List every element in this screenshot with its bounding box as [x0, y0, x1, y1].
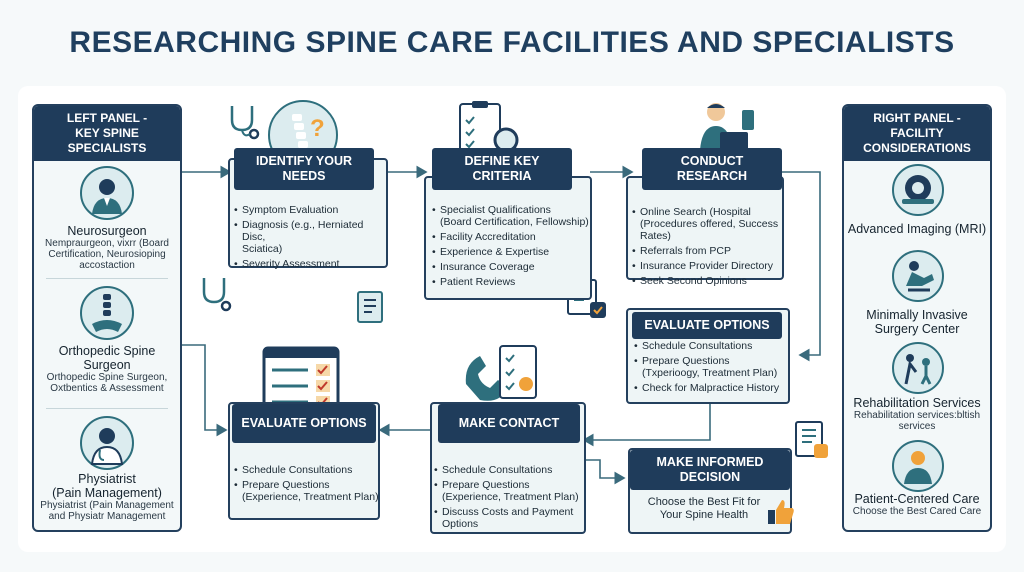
step-evaluate-right-list: Schedule Consultations Prepare Questions… — [634, 340, 790, 397]
list-item: Seek Second Opinions — [632, 275, 784, 287]
step-evaluate-left-heading: EVALUATE OPTIONS — [232, 404, 376, 443]
arrow-evaluate-to-contact — [582, 403, 711, 447]
surgery-chair-icon — [892, 250, 944, 302]
list-item: Referrals from PCP — [632, 245, 784, 257]
list-item: Specialist Qualifications(Board Certific… — [432, 204, 592, 228]
physician-icon — [80, 416, 134, 470]
list-item: Patient Reviews — [432, 276, 592, 288]
step-identify-list: Symptom Evaluation Diagnosis (e.g., Hern… — [234, 204, 384, 273]
list-item: Insurance Coverage — [432, 261, 592, 273]
list-item: Schedule Consultations — [434, 464, 584, 476]
list-item: Insurance Provider Directory — [632, 260, 784, 272]
step-contact-heading: MAKE CONTACT — [438, 404, 580, 443]
facility-advanced-imaging: Advanced Imaging (MRI) — [847, 222, 987, 236]
page-title: RESEARCHING SPINE CARE FACILITIES AND SP… — [69, 26, 955, 59]
step-research-list: Online Search (Hospital(Procedures offer… — [632, 206, 784, 290]
stethoscope-icon — [224, 102, 264, 147]
specialist-physiatrist: Physiatrist (Pain Management) Physiatris… — [40, 472, 174, 522]
list-item: Schedule Consultations — [634, 340, 790, 352]
document-check-icon — [794, 420, 830, 465]
list-item: Facility Accreditation — [432, 231, 592, 243]
arrow-research-to-evaluate — [782, 171, 821, 362]
arrow-contact-to-decision — [584, 459, 626, 485]
list-item: Diagnosis (e.g., Herniated Disc,Sciatica… — [234, 219, 384, 255]
right-panel-heading: RIGHT PANEL - FACILITY CONSIDERATIONS — [844, 106, 990, 161]
list-item: Experience & Expertise — [432, 246, 592, 258]
list-item: Prepare Questions(Txperioogy, Treatment … — [634, 355, 790, 379]
step-decision-heading: MAKE INFORMED DECISION — [630, 450, 790, 490]
researcher-laptop-icon — [690, 98, 770, 163]
list-item: Prepare Questions(Experience, Treatment … — [234, 479, 380, 503]
facility-rehabilitation: Rehabilitation Services Rehabilitation s… — [853, 396, 981, 432]
specialist-neurosurgeon: Neurosurgeon Nemprаurgeon, vixrr (Board … — [45, 224, 169, 271]
step-criteria-heading: DEFINE KEY CRITERIA — [432, 148, 572, 190]
svg-text:?: ? — [310, 115, 325, 142]
list-item: Severity Assessment — [234, 258, 384, 270]
rehab-icon — [892, 342, 944, 394]
list-item: Prepare Questions(Experience, Treatment … — [434, 479, 584, 503]
step-identify-heading: IDENTIFY YOUR NEEDS — [234, 148, 374, 190]
phone-clipboard-icon — [460, 344, 550, 413]
step-contact-list: Schedule Consultations Prepare Questions… — [434, 464, 584, 533]
facility-patient-centered-care: Patient-Centered Care Choose the Best Ca… — [852, 492, 982, 517]
left-panel-specialists: LEFT PANEL - KEY SPINE SPECIALISTS Neuro… — [32, 104, 182, 532]
doctor-icon — [80, 166, 134, 220]
stethoscope-icon — [196, 274, 236, 319]
divider — [46, 278, 168, 279]
step-decision-body: Choose the Best Fit for Your Spine Healt… — [647, 496, 761, 521]
divider — [46, 408, 168, 409]
thumbs-up-icon — [766, 498, 796, 533]
step-evaluate-right-heading: EVALUATE OPTIONS — [632, 312, 782, 339]
step-criteria-list: Specialist Qualifications(Board Certific… — [432, 204, 592, 291]
right-panel-facilities: RIGHT PANEL - FACILITY CONSIDERATIONS Ad… — [842, 104, 992, 532]
list-item: Schedule Consultations — [234, 464, 380, 476]
list-item: Symptom Evaluation — [234, 204, 384, 216]
spine-icon — [80, 286, 134, 340]
list-item: Check for Malpractice History — [634, 382, 790, 394]
document-icon — [356, 290, 386, 331]
arrow-left-to-evaluate — [182, 344, 228, 437]
patient-care-icon — [892, 440, 944, 492]
step-research-heading: CONDUCT RESEARCH — [642, 148, 782, 190]
facility-minimally-invasive-surgery: Minimally Invasive Surgery Center — [866, 308, 968, 336]
step-evaluate-left-list: Schedule Consultations Prepare Questions… — [234, 464, 380, 506]
specialist-orthopedic-spine-surgeon: Orthopedic Spine Surgeon Orthopedic Spin… — [46, 344, 168, 394]
list-item: Online Search (Hospital(Procedures offer… — [632, 206, 784, 242]
left-panel-heading: LEFT PANEL - KEY SPINE SPECIALISTS — [34, 106, 180, 161]
mri-scanner-icon — [892, 164, 944, 216]
